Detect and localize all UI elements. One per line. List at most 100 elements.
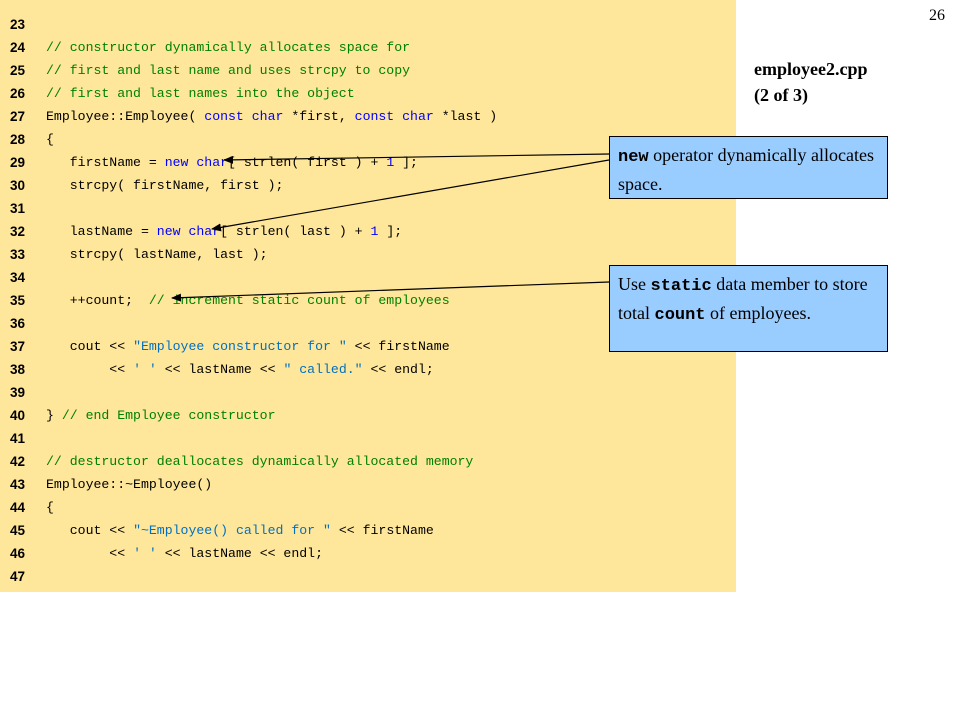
line-number: 43 [10,477,26,492]
code-text: Employee::~Employee() [46,477,213,492]
code-line: 28 { [0,128,736,151]
code-keyword: new char [156,224,221,239]
code-keyword: const char [354,109,434,124]
code-text: ]; [394,155,418,170]
line-number: 28 [10,132,26,147]
code-text-line: strcpy( firstName, first ); [46,174,284,197]
line-number: 32 [10,224,26,239]
code-comment: // constructor dynamically allocates spa… [46,40,411,55]
code-line: 26 // first and last names into the objec… [0,82,736,105]
code-text-line: // constructor dynamically allocates spa… [46,36,410,59]
line-number: 41 [10,431,26,446]
line-number: 46 [10,546,26,561]
code-line: 46 << ' ' << lastName << endl; [0,542,736,565]
code-keyword: new char [164,155,229,170]
code-text-line: cout << "~Employee() called for " << fir… [46,519,434,542]
code-line: 40} // end Employee constructor [0,404,736,427]
code-text: << [46,362,134,377]
code-line: 27 Employee::Employee( const char *first,… [0,105,736,128]
file-title: employee2.cpp (2 of 3) [754,56,914,108]
line-number: 42 [10,454,26,469]
code-string: "~Employee() called for " [133,523,331,538]
line-number: 26 [10,86,26,101]
code-text-line: { [46,128,54,151]
code-line: 36 [0,312,736,335]
code-line: 32 lastName = new char[ strlen( last ) +… [0,220,736,243]
code-text: cout << [46,523,134,538]
line-number: 47 [10,569,26,584]
code-text-line: { [46,496,54,519]
code-text-line: << ' ' << lastName << endl; [46,542,323,565]
callout-code-count: count [654,306,706,325]
callout-new-operator: new operator dynamically allocates space… [609,136,888,199]
code-line: 47 [0,565,736,588]
code-comment: // destructor deallocates dynamically al… [46,454,474,469]
code-text: cout << [46,339,134,354]
code-text: *last ) [433,109,498,124]
code-text: } [46,408,62,423]
code-line: 42 // destructor deallocates dynamically … [0,450,736,473]
code-string: ' ' [133,362,157,377]
code-line: 38 << ' ' << lastName << " called." << e… [0,358,736,381]
code-line: 39 [0,381,736,404]
code-string: " called." [283,362,363,377]
code-comment: // increment static count of employees [148,293,450,308]
line-number: 35 [10,293,26,308]
line-number: 29 [10,155,26,170]
line-number: 36 [10,316,26,331]
code-line: 43 Employee::~Employee() [0,473,736,496]
line-number: 37 [10,339,26,354]
code-text-line: strcpy( lastName, last ); [46,243,268,266]
line-number: 34 [10,270,26,285]
line-number: 39 [10,385,26,400]
line-number: 33 [10,247,26,262]
code-comment: // first and last name and uses strcpy t… [46,63,411,78]
code-line: 34 [0,266,736,289]
line-number: 31 [10,201,26,216]
code-comment: // first and last names into the object [46,86,355,101]
line-number: 30 [10,178,26,193]
line-number: 45 [10,523,26,538]
code-text: ++count; [46,293,149,308]
code-text: << lastName << [156,362,284,377]
code-keyword: const char [204,109,284,124]
code-line: 44{ [0,496,736,519]
code-text-line: } // end Employee constructor [46,404,276,427]
code-text: { [46,500,54,515]
code-line: 37 cout << "Employee constructor for " <… [0,335,736,358]
code-line: 25 // first and last name and uses strcpy… [0,59,736,82]
code-text: strcpy( lastName, last ); [46,247,268,262]
callout-middle: data member to store total [618,274,868,323]
line-number: 24 [10,40,26,55]
code-string: ' ' [133,546,157,561]
code-text: { [46,132,54,147]
code-line: 41 [0,427,736,450]
code-text: [ strlen( first ) + [228,155,387,170]
callout-suffix: of employees. [705,303,811,323]
code-text-line: // first and last name and uses strcpy t… [46,59,410,82]
code-text: ]; [378,224,403,239]
line-number: 25 [10,63,26,78]
code-text-line: firstName = new char[ strlen( first ) + … [46,151,418,174]
code-text: << lastName << endl; [156,546,324,561]
code-text: firstName = [46,155,165,170]
file-name: employee2.cpp [754,59,868,79]
page-number: 26 [929,7,945,24]
code-line: 45 cout << "~Employee() called for " << … [0,519,736,542]
code-text-line: Employee::Employee( const char *first, c… [46,105,497,128]
code-text-line: << ' ' << lastName << " called." << endl… [46,358,434,381]
code-text-line: // first and last names into the object [46,82,355,105]
line-number: 38 [10,362,26,377]
code-line: 31 [0,197,736,220]
callout-prefix: Use [618,274,651,294]
callout-code-new: new [618,148,649,167]
code-text: Employee::Employee( [46,109,205,124]
code-line: 23 [0,13,736,36]
code-text-line: ++count; // increment static count of em… [46,289,450,312]
code-text: << [46,546,134,561]
code-keyword: 1 [370,224,379,239]
code-text: [ strlen( last ) + [220,224,371,239]
code-line: 33 strcpy( lastName, last ); [0,243,736,266]
callout-text: operator dynamically allocates space. [618,145,875,194]
line-number: 27 [10,109,26,124]
